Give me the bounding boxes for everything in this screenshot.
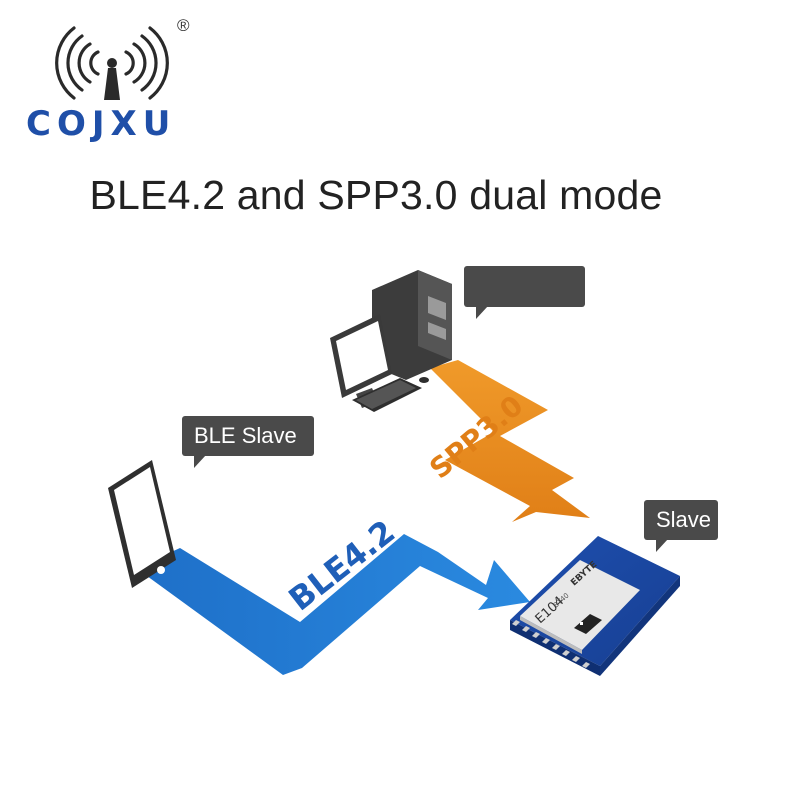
- smartphone-icon: [108, 460, 176, 588]
- computer-callout: [464, 266, 585, 319]
- wireless-antenna-icon: [55, 26, 169, 100]
- phone-callout-text: BLE Slave: [194, 423, 297, 448]
- ble-link-ribbon: [136, 534, 530, 675]
- module-callout: Slave: [644, 500, 718, 552]
- registered-mark: ®: [177, 16, 190, 35]
- page-title: BLE4.2 and SPP3.0 dual mode: [89, 172, 663, 218]
- phone-callout: BLE Slave: [182, 416, 314, 468]
- brand-logo: ® COJXU: [20, 12, 200, 144]
- module-callout-text: Slave: [656, 507, 712, 532]
- desktop-computer-icon: [330, 270, 452, 412]
- spp-link-ribbon: [430, 360, 590, 522]
- brand-name: COJXU: [26, 104, 177, 144]
- ble-module-icon: [510, 536, 680, 676]
